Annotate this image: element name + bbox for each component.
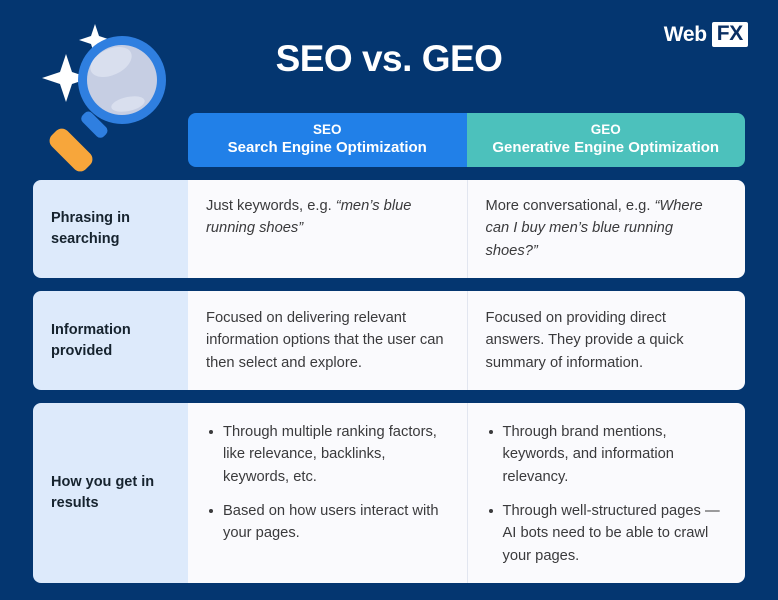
cell-seo-results: Through multiple ranking factors, like r… bbox=[188, 403, 467, 584]
table-header-row: SEO Search Engine Optimization GEO Gener… bbox=[188, 113, 745, 167]
cell-geo-phrasing: More conversational, e.g. “Where can I b… bbox=[466, 180, 745, 279]
infographic-header: SEO vs. GEO Web FX bbox=[0, 0, 778, 172]
table-row: How you get in results Through multiple … bbox=[33, 403, 745, 584]
column-header-geo-abbr: GEO bbox=[590, 122, 621, 138]
list-item: Based on how users interact with your pa… bbox=[206, 500, 447, 545]
column-header-geo: GEO Generative Engine Optimization bbox=[466, 113, 745, 167]
cell-geo-results: Through brand mentions, keywords, and in… bbox=[466, 403, 745, 584]
cell-text-lead: Just keywords, e.g. bbox=[206, 198, 336, 214]
cell-seo-information: Focused on delivering relevant informati… bbox=[188, 291, 467, 391]
seo-bullet-list: Through multiple ranking factors, like r… bbox=[206, 421, 447, 545]
cell-text-quote: “Where can I buy men’s blue running shoe… bbox=[485, 198, 703, 259]
brand-logo[interactable]: Web FX bbox=[663, 22, 748, 48]
column-header-seo-abbr: SEO bbox=[312, 122, 342, 138]
magnifying-glass-icon bbox=[38, 14, 178, 174]
page-title: SEO vs. GEO bbox=[275, 38, 503, 79]
list-item: Through well-structured pages — AI bots … bbox=[486, 500, 726, 567]
row-label-phrasing: Phrasing in searching bbox=[33, 180, 188, 279]
column-header-geo-full: Generative Engine Optimization bbox=[492, 139, 720, 157]
brand-name-secondary: FX bbox=[711, 22, 748, 48]
table-row: Phrasing in searching Just keywords, e.g… bbox=[33, 180, 745, 279]
column-header-seo-full: Search Engine Optimization bbox=[227, 139, 427, 157]
brand-name-primary: Web bbox=[663, 22, 707, 46]
list-item: Through multiple ranking factors, like r… bbox=[206, 421, 447, 488]
cell-text-lead: More conversational, e.g. bbox=[485, 198, 655, 214]
row-label-information: Information provided bbox=[33, 291, 188, 391]
column-header-seo: SEO Search Engine Optimization bbox=[188, 113, 467, 167]
cell-seo-phrasing: Just keywords, e.g. “men’s blue running … bbox=[188, 180, 467, 279]
table-row: Information provided Focused on deliveri… bbox=[33, 291, 745, 391]
geo-bullet-list: Through brand mentions, keywords, and in… bbox=[486, 421, 726, 567]
cell-text-quote: “men’s blue running shoes” bbox=[206, 198, 412, 237]
comparison-table: SEO Search Engine Optimization GEO Gener… bbox=[33, 113, 745, 584]
list-item: Through brand mentions, keywords, and in… bbox=[486, 421, 726, 488]
row-label-results: How you get in results bbox=[33, 403, 188, 584]
cell-geo-information: Focused on providing direct answers. The… bbox=[466, 291, 745, 391]
